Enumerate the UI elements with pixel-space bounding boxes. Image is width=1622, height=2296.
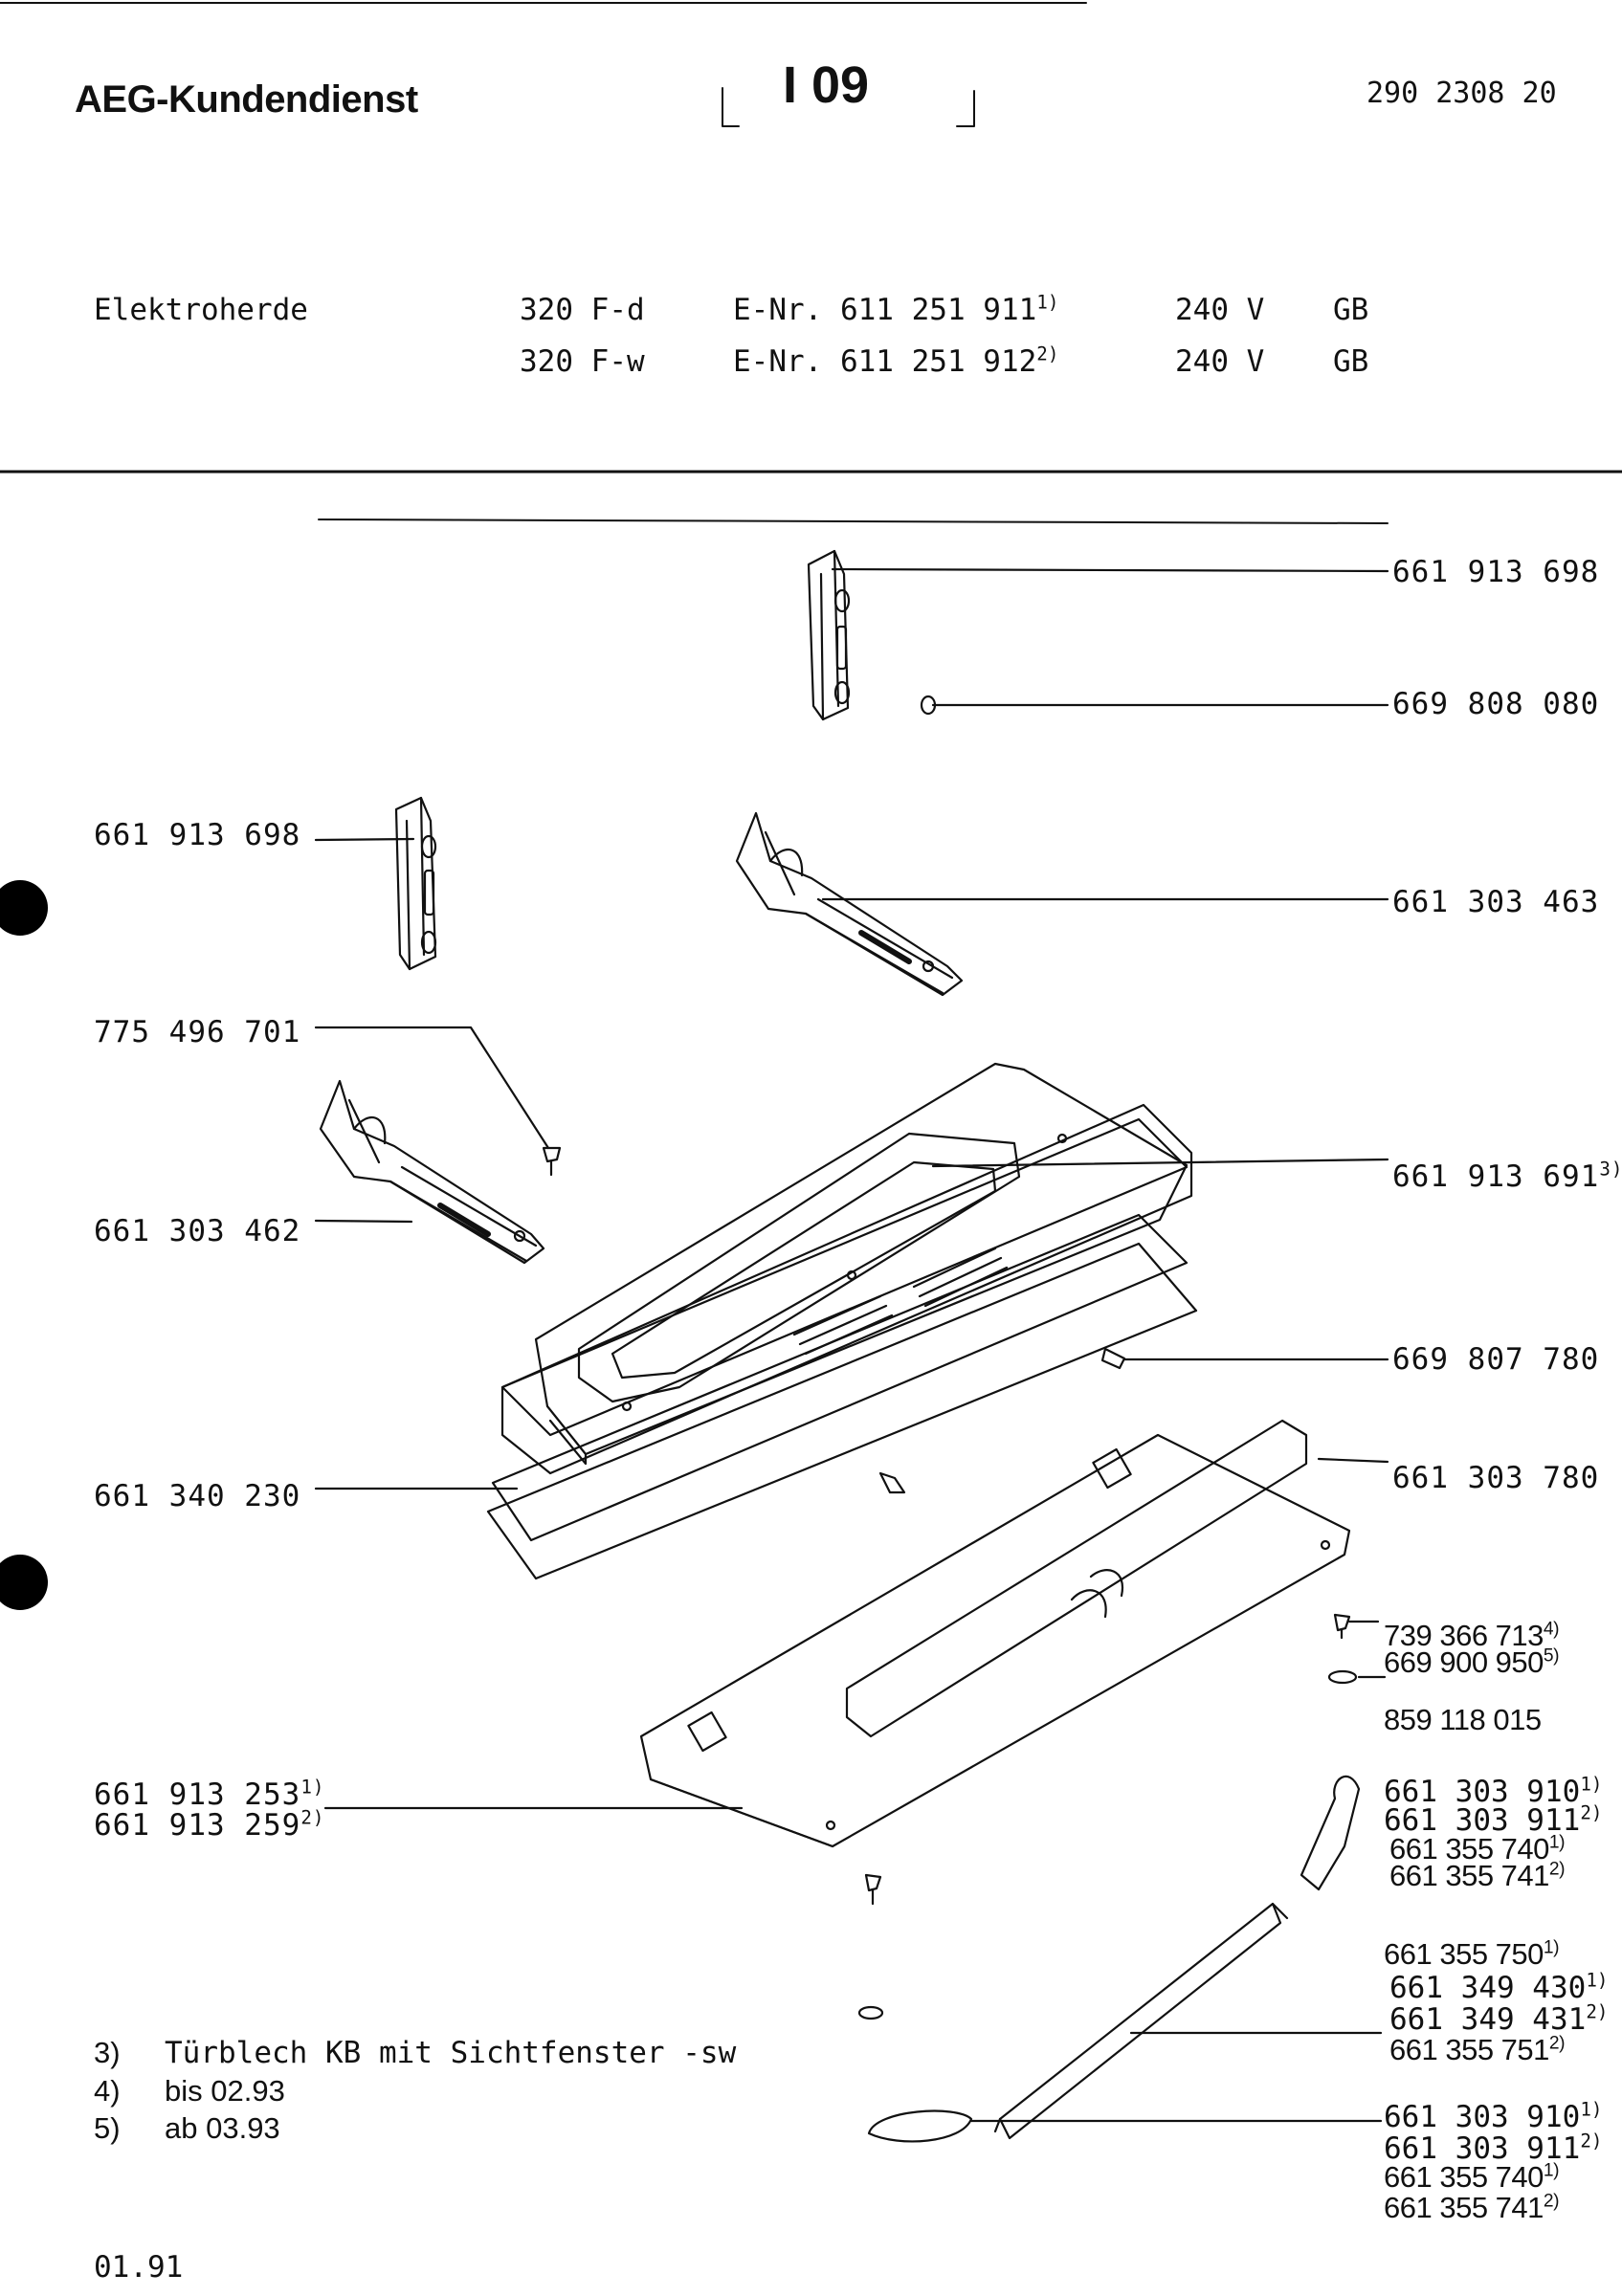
part-number: 661 913 698: [1392, 555, 1600, 589]
part-number: 859 118 015: [1384, 1703, 1542, 1736]
footer-date: 01.91: [94, 2250, 184, 2285]
part-number: 661 303 9101): [1384, 1773, 1603, 1809]
document-number: 290 2308 20: [1366, 77, 1557, 110]
part-number: 661 349 4301): [1389, 1969, 1609, 2005]
footnote-text: bis 02.93: [165, 2074, 285, 2108]
model-row-1-enr: E-Nr. 611 251 9111): [733, 291, 1059, 327]
part-number: 661 913 698: [94, 818, 301, 852]
brand-title: AEG-Kundendienst: [75, 78, 418, 121]
footnote: 4): [94, 2074, 121, 2108]
part-number: 661 355 7501): [1384, 1937, 1559, 1971]
part-number: 661 303 9112): [1384, 1801, 1603, 1838]
model-row-2-country: GB: [1333, 344, 1369, 379]
part-number: 661 355 7412): [1384, 2191, 1559, 2224]
part-number: 661 303 462: [94, 1214, 301, 1248]
part-number: 669 808 080: [1392, 687, 1600, 721]
part-number: 669 807 780: [1392, 1342, 1600, 1377]
model-row-1-country: GB: [1333, 293, 1369, 327]
appliance-category: Elektroherde: [94, 293, 308, 327]
part-number: 661 355 7512): [1389, 2033, 1565, 2066]
part-number: 661 913 2531): [94, 1776, 325, 1812]
part-number: 661 303 463: [1392, 885, 1600, 919]
part-number: 661 303 9112): [1384, 2130, 1603, 2166]
part-number: 661 303 780: [1392, 1461, 1600, 1495]
page-code: I 09: [783, 56, 870, 114]
model-row-2-voltage: 240 V: [1175, 344, 1265, 379]
model-row-1-voltage: 240 V: [1175, 293, 1265, 327]
part-number: 661 340 230: [94, 1479, 301, 1513]
binder-punch-hole: [0, 880, 48, 936]
part-number: 661 355 7401): [1384, 2160, 1559, 2194]
part-number: 661 355 7401): [1389, 1832, 1565, 1866]
part-number: 739 366 7134): [1384, 1619, 1559, 1652]
part-number: 661 355 7412): [1389, 1859, 1565, 1892]
part-number: 669 900 9505): [1384, 1645, 1559, 1679]
model-row-2-enr: E-Nr. 611 251 9122): [733, 342, 1059, 379]
binder-punch-hole: [0, 1555, 48, 1610]
part-number: 661 913 2592): [94, 1806, 325, 1843]
part-number: 775 496 701: [94, 1015, 301, 1049]
footnote-text: ab 03.93: [165, 2111, 280, 2145]
footnote: 5): [94, 2111, 121, 2145]
model-row-1-model: 320 F-d: [520, 293, 645, 327]
part-number: 661 303 9101): [1384, 2098, 1603, 2134]
part-number: 661 349 4312): [1389, 2000, 1609, 2037]
footnote-text: Türblech KB mit Sichtfenster -sw: [165, 2036, 737, 2070]
footnote: 3): [94, 2036, 121, 2069]
part-number: 661 913 6913): [1392, 1158, 1622, 1194]
model-row-2-model: 320 F-w: [520, 344, 645, 379]
